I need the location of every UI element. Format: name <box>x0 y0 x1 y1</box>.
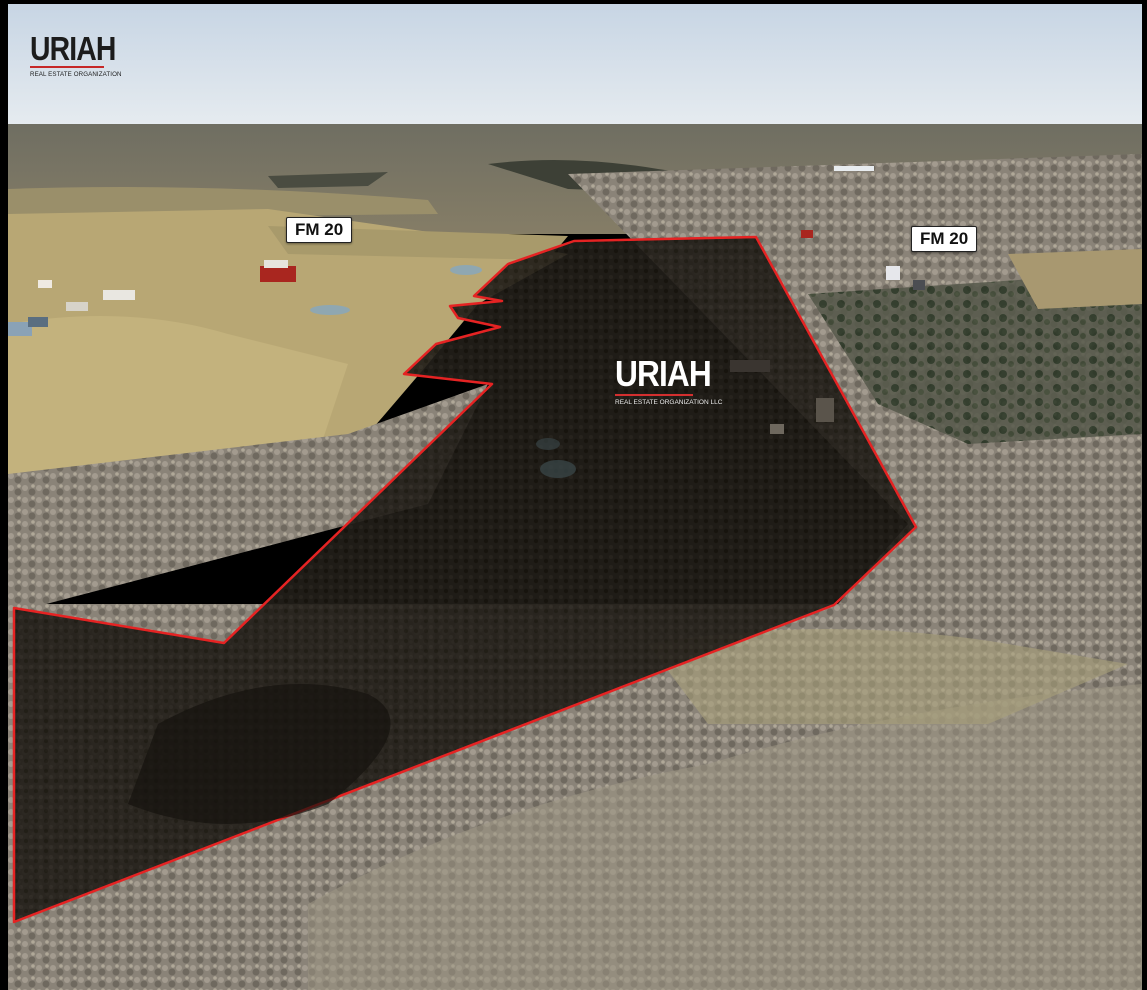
landscape <box>8 4 1142 990</box>
evergreens <box>808 274 1142 444</box>
center-watermark: URIAH REAL ESTATE ORGANIZATION LLC <box>615 356 724 406</box>
road-label-left: FM 20 <box>286 217 353 243</box>
logo-underline <box>30 66 104 68</box>
aerial-photo: URIAH REAL ESTATE ORGANIZATION FM 20 FM … <box>8 4 1142 990</box>
watermark-subtitle: REAL ESTATE ORGANIZATION LLC <box>615 399 723 406</box>
logo-wordmark: URIAH <box>30 30 116 67</box>
brand-logo: URIAH REAL ESTATE ORGANIZATION <box>30 30 122 78</box>
watermark-underline <box>615 394 693 396</box>
brush-lower <box>8 384 488 614</box>
watermark-wordmark: URIAH <box>615 353 712 394</box>
logo-subtitle: REAL ESTATE ORGANIZATION <box>30 71 122 78</box>
sky <box>8 4 1142 130</box>
road-label-right: FM 20 <box>911 226 978 252</box>
